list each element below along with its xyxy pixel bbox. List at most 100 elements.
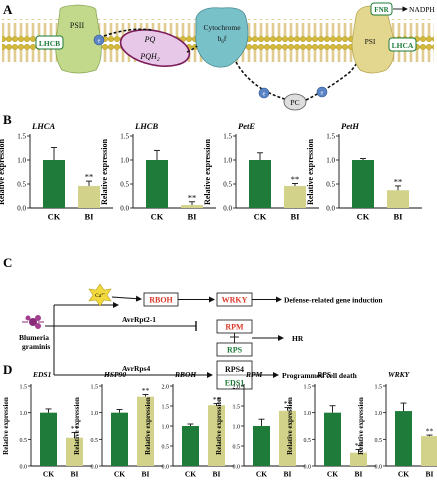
y-tick-label: 1.5 [20, 385, 28, 391]
panel-label-a: A [3, 2, 13, 17]
hr-label: HR [292, 334, 304, 343]
dashed-path-cyt-to-pc [235, 61, 289, 101]
x-tick-label: CK [327, 470, 338, 479]
bar-bi [78, 185, 100, 208]
y-axis-label: Relative expression [0, 139, 6, 205]
y-tick-label: 1.5 [162, 405, 170, 411]
bar-ck [146, 160, 168, 208]
x-tick-label: CK [43, 470, 54, 479]
y-tick-label: 1.5 [17, 133, 26, 141]
x-tick-label: BI [426, 470, 434, 479]
significance-mark: ** [85, 172, 94, 182]
svg-text:e: e [263, 92, 266, 98]
y-axis-label: Relative expression [100, 139, 109, 205]
pqh-label: PQH2 [139, 52, 159, 63]
chart-title: LHCB [134, 121, 158, 131]
y-tick-label: 0.5 [375, 438, 383, 444]
arrow-ca-to-rboh [111, 295, 142, 302]
y-axis-label: Relative expression [73, 397, 81, 455]
svg-text:e: e [98, 39, 101, 45]
cytochrome-sublabel: b6f [218, 34, 227, 45]
dashed-path-psii-to-cyt [103, 28, 153, 37]
pq-cycle [119, 29, 191, 67]
x-tick-label: CK [357, 212, 370, 222]
y-tick-label: 0.0 [20, 465, 28, 471]
dashed-path-pq-to-cyt [186, 45, 198, 53]
lhca-box [388, 37, 417, 52]
panel-label-b: B [3, 112, 12, 127]
pc-label: PC [290, 98, 299, 107]
y-tick-label: 1.0 [233, 425, 241, 431]
chart-title: PetE [238, 121, 255, 131]
significance-mark: ** [355, 441, 363, 450]
bar-ck [182, 426, 199, 466]
calcium-star [88, 283, 112, 307]
bar-bi [181, 205, 203, 208]
y-tick-label: 1.5 [91, 385, 99, 391]
bar-bi [421, 436, 437, 466]
y-axis-label: Relative expression [306, 139, 315, 205]
y-axis-label: Relative expression [203, 139, 212, 205]
pathogen-name-line2: graminis [22, 342, 50, 351]
y-axis-label: Relative expression [2, 397, 10, 455]
y-axis-label: Relative expression [144, 397, 152, 455]
x-tick-label: BI [213, 470, 221, 479]
y-tick-label: 0.5 [326, 181, 335, 189]
nadph-label: NADPH [409, 5, 435, 14]
bar-bi [137, 396, 154, 466]
y-tick-label: 0.5 [223, 181, 232, 189]
y-tick-label: 0.0 [162, 465, 170, 471]
panel-label-d: D [3, 362, 12, 377]
x-tick-label: BI [291, 212, 301, 222]
electron-3: e [316, 86, 328, 98]
y-tick-label: 0.5 [91, 438, 99, 444]
bar-ck [352, 160, 374, 208]
psii-complex [55, 4, 102, 74]
cytochrome-complex [195, 7, 249, 68]
x-tick-label: CK [114, 470, 125, 479]
bar-ck [111, 412, 128, 466]
bar-ck [249, 160, 271, 208]
significance-mark: ** [71, 424, 79, 433]
y-tick-label: 1.5 [223, 133, 232, 141]
cytochrome-label: Cytochrome [203, 23, 241, 32]
y-tick-label: 0.0 [233, 465, 241, 471]
y-tick-label: 1.0 [326, 157, 335, 165]
y-tick-label: 0.5 [162, 445, 170, 451]
x-tick-label: BI [188, 212, 198, 222]
y-tick-label: 0.0 [304, 465, 312, 471]
y-tick-label: 1.5 [375, 385, 383, 391]
pc-node [283, 93, 307, 111]
significance-mark: ** [291, 174, 300, 184]
lhcb-box [35, 35, 64, 50]
panel-a: A PSII LHCB e PQ PQH2 Cytochrome b6f e P… [2, 2, 435, 111]
chart-title: WRKY [388, 370, 411, 379]
y-axis-label: Relative expression [357, 397, 365, 455]
y-tick-label: 0.5 [17, 181, 26, 189]
pathogen-name-line1: Blumeria [19, 333, 49, 342]
avrrps-label: AvrRps4 [122, 364, 150, 373]
avrrpt-label: AvrRpt2-1 [122, 315, 156, 324]
rps4-label: RPS4 [225, 365, 244, 374]
electron-1: e [93, 34, 105, 46]
y-tick-label: 0.0 [91, 465, 99, 471]
y-tick-label: 0.0 [375, 465, 383, 471]
y-tick-label: 2.0 [233, 385, 241, 391]
chart-title: RPS [316, 370, 331, 379]
fungus-icon [22, 315, 44, 329]
y-tick-label: 1.0 [20, 411, 28, 417]
y-axis-label: Relative expression [215, 397, 223, 455]
x-tick-label: BI [355, 470, 363, 479]
y-tick-label: 1.0 [91, 411, 99, 417]
significance-mark: ** [213, 395, 221, 404]
bar-bi [208, 405, 225, 466]
x-tick-label: CK [185, 470, 196, 479]
